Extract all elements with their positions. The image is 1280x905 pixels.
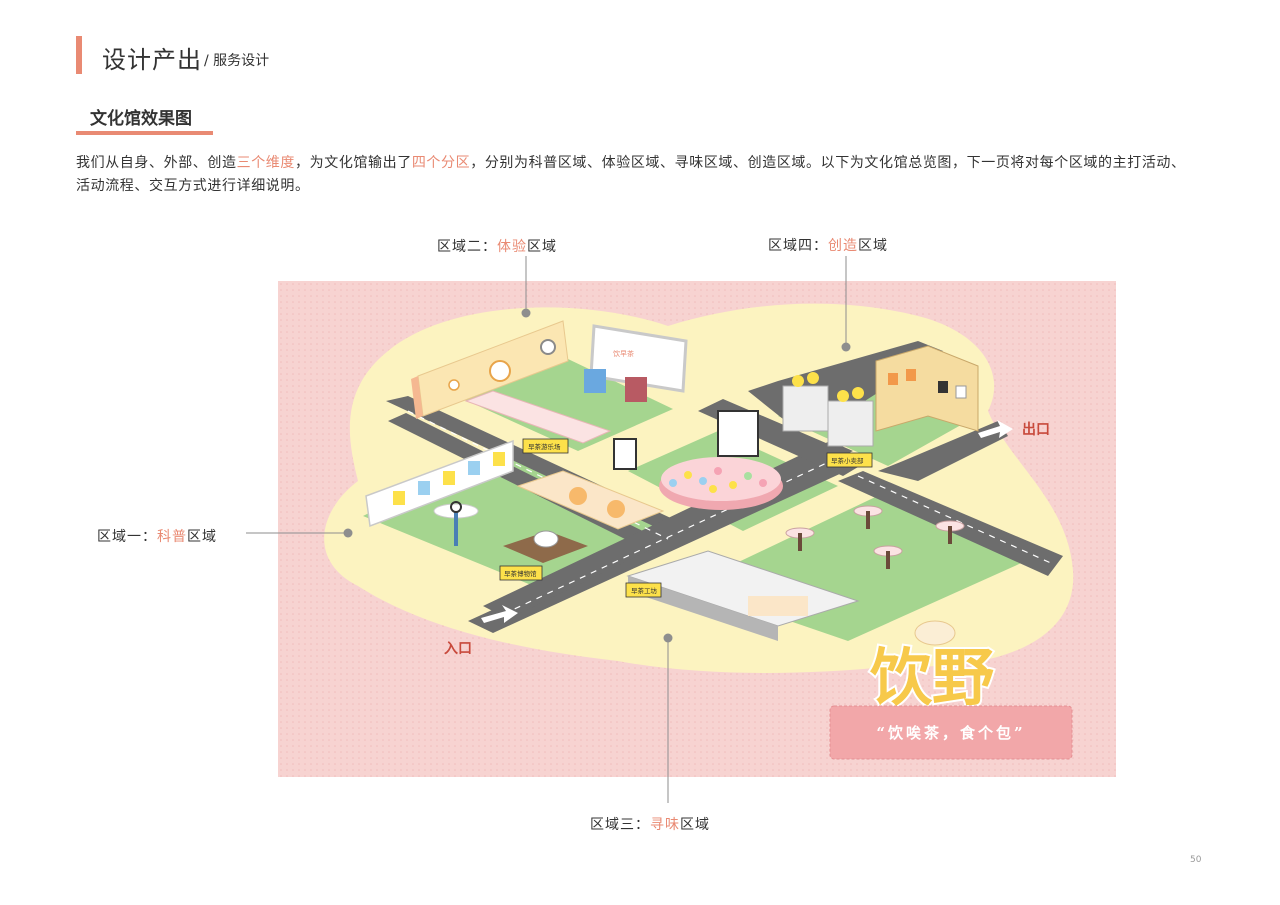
experience-wall bbox=[411, 320, 569, 419]
sign-shop bbox=[826, 452, 873, 468]
ball-pool bbox=[659, 457, 783, 510]
section-underline bbox=[76, 131, 213, 135]
zone-label-4: 区域四：创造区域 bbox=[768, 238, 888, 254]
intro-highlight-dimensions: 三个维度 bbox=[236, 155, 296, 171]
entrance-arrow-icon bbox=[481, 605, 518, 623]
svg-text:早茶博物馆: 早茶博物馆 bbox=[504, 569, 537, 578]
intro-text-2: ，为文化馆输出了 bbox=[295, 155, 412, 171]
magnifier-icon bbox=[489, 360, 511, 382]
headphone-table bbox=[433, 501, 479, 546]
display-board: 饮早茶 bbox=[589, 324, 688, 393]
intro-text-1: 我们从自身、外部、创造 bbox=[76, 155, 237, 171]
svg-text:饮野: 饮野 bbox=[870, 641, 994, 714]
grass-block-experience bbox=[463, 359, 673, 451]
page-title: 设计产出 bbox=[102, 46, 202, 74]
exhibit-screen-blue bbox=[584, 369, 606, 393]
zone-label-1: 区域一：科普区域 bbox=[97, 529, 217, 545]
dimsum-exhibit-table bbox=[516, 470, 665, 530]
sign-playground bbox=[522, 438, 569, 454]
sign-museum bbox=[499, 565, 543, 581]
svg-text:早茶小卖部: 早茶小卖部 bbox=[831, 456, 864, 465]
slogan-box bbox=[829, 705, 1073, 760]
intro-text-3: ，分别为科普区域、体验区域、寻味区域、创造区域。以下为文化馆总览图，下一页将对每… bbox=[76, 155, 1186, 194]
zone-label-3: 区域三：寻味区域 bbox=[590, 817, 710, 833]
intro-paragraph: 我们从自身、外部、创造三个维度，为文化馆输出了四个分区，分别为科普区域、体验区域… bbox=[76, 152, 1196, 198]
science-wall bbox=[365, 439, 514, 528]
svg-text:早茶工坊: 早茶工坊 bbox=[631, 586, 658, 595]
kiosk-screen bbox=[613, 438, 637, 470]
magnifier-icon bbox=[540, 339, 556, 355]
slogan-text: “饮唉茶，食个包” bbox=[876, 724, 1025, 742]
svg-text:饮早茶: 饮早茶 bbox=[613, 349, 634, 358]
exit-arrow-icon bbox=[978, 420, 1013, 438]
zone-label-2: 区域二：体验区域 bbox=[437, 239, 557, 255]
teapot-icon bbox=[533, 530, 559, 548]
dining-tables bbox=[785, 505, 965, 569]
svg-text:早茶游乐场: 早茶游乐场 bbox=[528, 442, 561, 451]
shop-carts bbox=[782, 372, 874, 447]
page-number: 50 bbox=[1190, 855, 1202, 865]
entrance-label: 入口 bbox=[444, 641, 472, 657]
merch-shelves bbox=[875, 345, 979, 432]
display-counter bbox=[464, 390, 612, 444]
headphone-icon bbox=[450, 501, 462, 513]
workshop-counter bbox=[626, 550, 860, 641]
exit-label: 出口 bbox=[1022, 421, 1050, 438]
brand-logo: 饮野 bbox=[868, 620, 996, 716]
title-accent-bar bbox=[76, 36, 82, 74]
magnifier-icon bbox=[448, 379, 460, 391]
sign-workshop bbox=[625, 582, 662, 598]
culture-hall-map: 入口 出口 饮早茶 早茶游乐场 bbox=[278, 281, 1116, 777]
exhibit-screen-red bbox=[625, 377, 647, 402]
section-title: 文化馆效果图 bbox=[90, 109, 192, 129]
menu-boards bbox=[717, 410, 759, 457]
intro-highlight-zones: 四个分区 bbox=[411, 155, 471, 171]
page-subtitle: / 服务设计 bbox=[204, 53, 270, 69]
bun-icon bbox=[914, 620, 956, 646]
